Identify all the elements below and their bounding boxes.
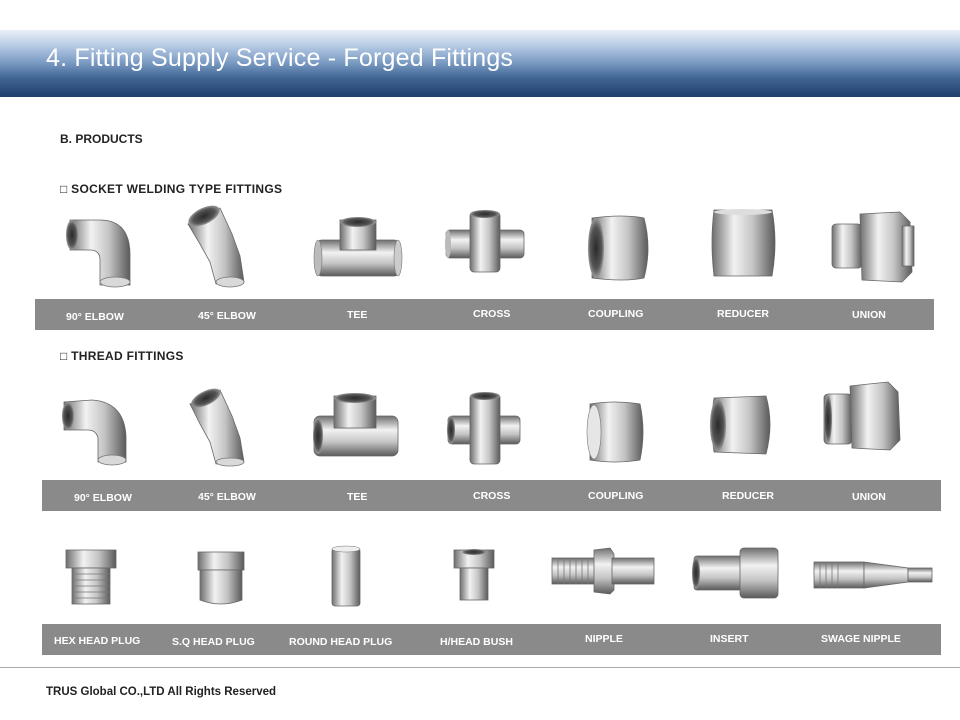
thread-label-45-elbow: 45° ELBOW [198, 491, 256, 503]
socket-label-union: UNION [852, 309, 886, 321]
thread-label-band [42, 480, 941, 511]
plugs-label-swage-nipple: SWAGE NIPPLE [821, 633, 901, 645]
thread-coupling-image [586, 401, 644, 463]
plugs-label-insert: INSERT [710, 633, 749, 645]
thread-section-title: □ THREAD FITTINGS [60, 349, 184, 363]
thread-label-cross: CROSS [473, 490, 511, 502]
thread-label-90-elbow: 90° ELBOW [74, 492, 132, 504]
plugs-label-hhead-bush: H/HEAD BUSH [440, 636, 513, 648]
thread-reducer-image [710, 395, 771, 455]
round-head-plug-image [331, 545, 361, 607]
thread-label-reducer: REDUCER [722, 490, 774, 502]
footer-copyright: TRUS Global CO.,LTD All Rights Reserved [46, 686, 277, 698]
socket-label-reducer: REDUCER [717, 308, 769, 320]
socket-label-45-elbow: 45° ELBOW [198, 310, 256, 322]
products-subtitle: B. PRODUCTS [60, 132, 143, 146]
socket-label-cross: CROSS [473, 308, 511, 320]
thread-cross-image [447, 392, 521, 465]
socket-label-tee: TEE [347, 309, 368, 321]
hex-head-bush-image [453, 549, 495, 601]
hex-head-plug-image [65, 549, 117, 605]
socket-tee-image [313, 217, 403, 277]
socket-label-90-elbow: 90° ELBOW [66, 311, 124, 323]
thread-elbow-90-image [62, 399, 127, 466]
footer-divider [0, 667, 960, 668]
socket-elbow-45-image [187, 205, 245, 288]
socket-label-band [35, 299, 934, 330]
socket-coupling-image [588, 215, 649, 281]
thread-label-union: UNION [852, 491, 886, 503]
plugs-label-nipple: NIPPLE [585, 633, 623, 645]
insert-image [692, 547, 779, 599]
square-head-plug-image [197, 551, 245, 605]
socket-reducer-image [711, 209, 776, 277]
nipple-image [551, 547, 655, 595]
socket-cross-image [445, 210, 525, 273]
socket-label-coupling: COUPLING [588, 308, 644, 320]
plugs-label-sq-head-plug: S.Q HEAD PLUG [172, 636, 255, 648]
swage-nipple-image [813, 561, 933, 589]
thread-tee-image [313, 393, 399, 457]
thread-union-image [823, 381, 901, 451]
plugs-label-round-head-plug: ROUND HEAD PLUG [289, 636, 393, 648]
plugs-label-hex-head-plug: HEX HEAD PLUG [54, 635, 141, 647]
page-title: 4. Fitting Supply Service - Forged Fitti… [46, 44, 514, 72]
thread-label-tee: TEE [347, 491, 368, 503]
thread-label-coupling: COUPLING [588, 490, 644, 502]
plugs-label-band [42, 624, 941, 655]
thread-elbow-45-image [189, 388, 245, 467]
socket-elbow-90-image [66, 219, 131, 288]
page-header: 4. Fitting Supply Service - Forged Fitti… [0, 30, 960, 97]
socket-union-image [831, 211, 915, 283]
socket-section-title: □ SOCKET WELDING TYPE FITTINGS [60, 182, 283, 196]
